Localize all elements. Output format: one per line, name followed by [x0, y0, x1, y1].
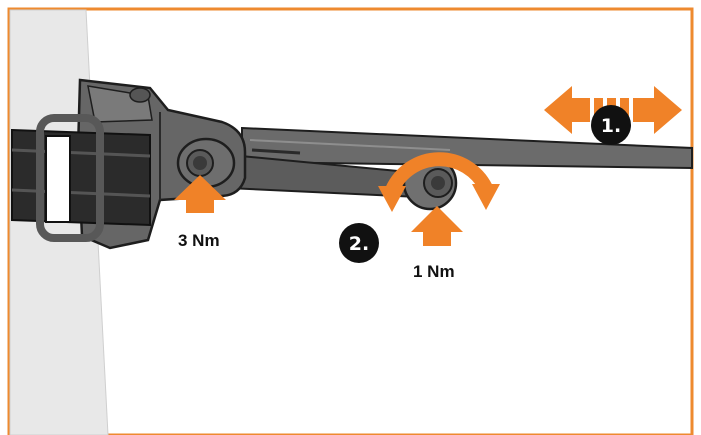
strap	[11, 114, 151, 242]
step-2-badge: 2.	[339, 223, 379, 263]
push-arrow-3nm	[174, 175, 226, 213]
strap-clip	[36, 114, 104, 242]
step-2-label: 2.	[349, 233, 369, 255]
push-arrow-1nm	[411, 206, 463, 246]
torque-label-3nm: 3 Nm	[178, 231, 220, 250]
rotate-arrows-icon	[378, 152, 500, 212]
step-1-label: 1.	[601, 115, 621, 137]
buckle-screw	[176, 137, 236, 189]
torque-label-1nm: 1 Nm	[413, 262, 455, 281]
step-1-badge: 1.	[591, 105, 631, 145]
